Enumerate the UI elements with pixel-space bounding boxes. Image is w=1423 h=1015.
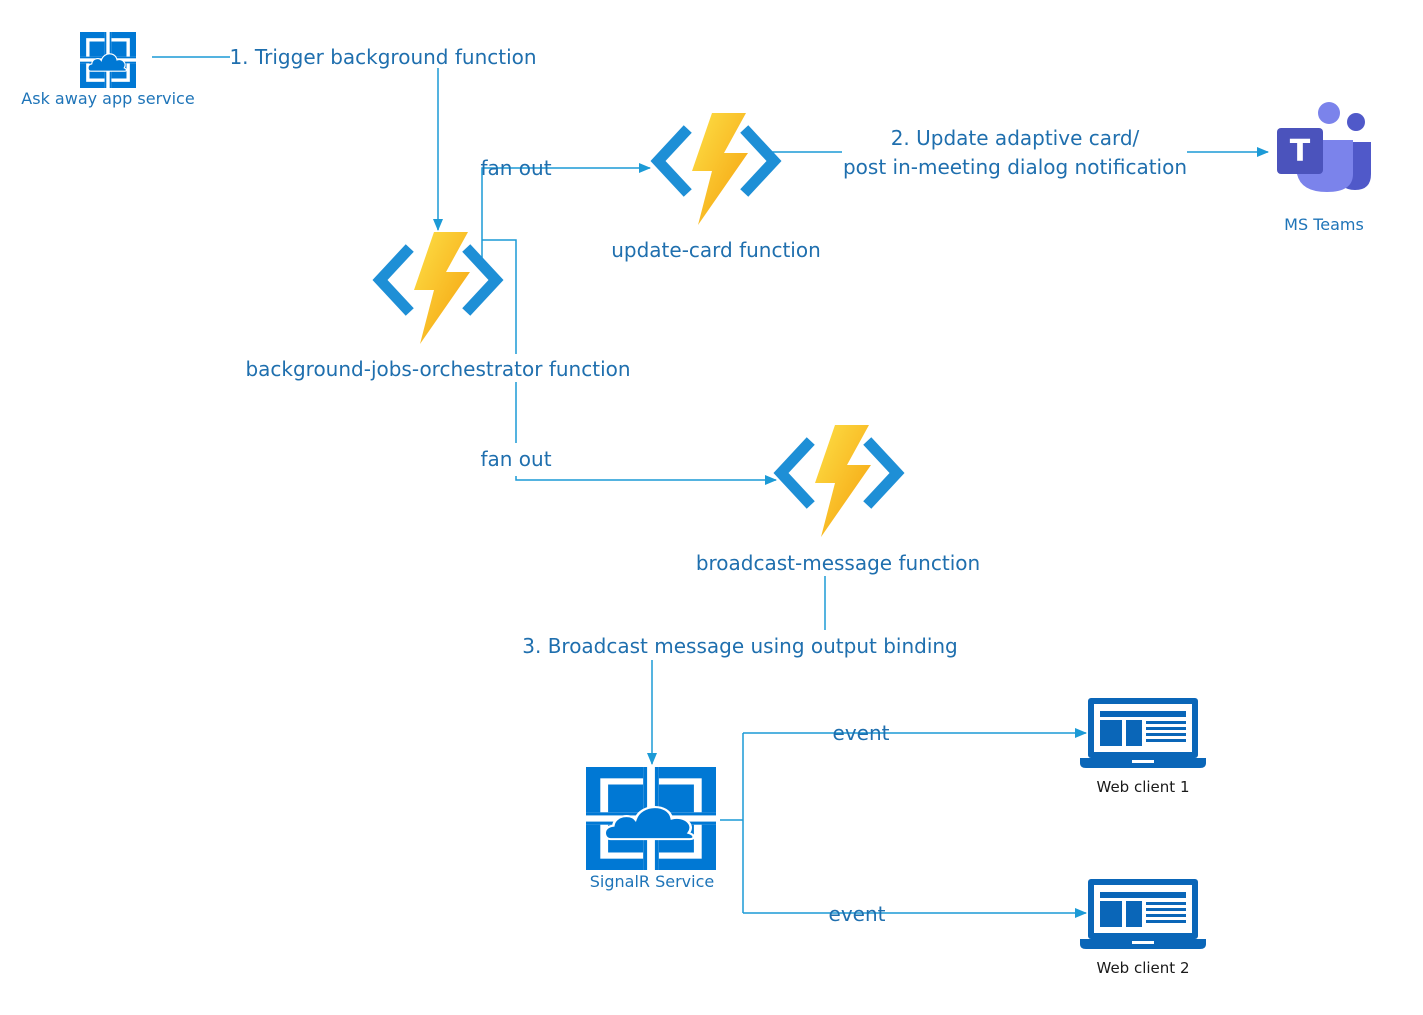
edge-fan-out-update	[481, 163, 651, 268]
edge-broadcast-signalr	[647, 576, 826, 765]
ms-teams-icon: T	[1277, 102, 1371, 192]
azure-function-icon	[658, 113, 774, 225]
trigger-label: 1. Trigger background function	[229, 45, 536, 69]
broadcast-label: broadcast-message function	[696, 551, 980, 575]
fan-out-label-2: fan out	[480, 447, 551, 471]
event-label-1: event	[833, 721, 890, 745]
app-service-icon	[79, 31, 137, 89]
orchestrator-label: background-jobs-orchestrator function	[245, 357, 630, 381]
laptop-icon	[1080, 698, 1206, 768]
azure-function-icon	[781, 425, 897, 537]
teams-t-glyph: T	[1290, 134, 1311, 169]
update-card-edge-label-line2: post in-meeting dialog notification	[843, 155, 1187, 179]
orchestrator-label-bg	[244, 354, 632, 382]
signalr-service-icon	[584, 765, 718, 872]
signalr-label: SignalR Service	[590, 872, 714, 891]
web-client-2-label: Web client 2	[1097, 959, 1190, 977]
laptop-icon	[1080, 879, 1206, 949]
fan-out-label-1: fan out	[480, 156, 551, 180]
web-client-1-label: Web client 1	[1097, 778, 1190, 796]
broadcast-edge-label: 3. Broadcast message using output bindin…	[522, 634, 958, 658]
update-card-edge-label-line1: 2. Update adaptive card/	[891, 126, 1140, 150]
ask-away-label: Ask away app service	[21, 89, 194, 108]
edge-trigger	[152, 56, 443, 231]
azure-function-icon	[380, 232, 496, 344]
ms-teams-label: MS Teams	[1284, 215, 1364, 234]
update-card-label: update-card function	[611, 238, 821, 262]
event-label-2: event	[829, 902, 886, 926]
broadcast-label-bg	[696, 548, 980, 576]
edge-signalr-clients	[720, 728, 1087, 918]
